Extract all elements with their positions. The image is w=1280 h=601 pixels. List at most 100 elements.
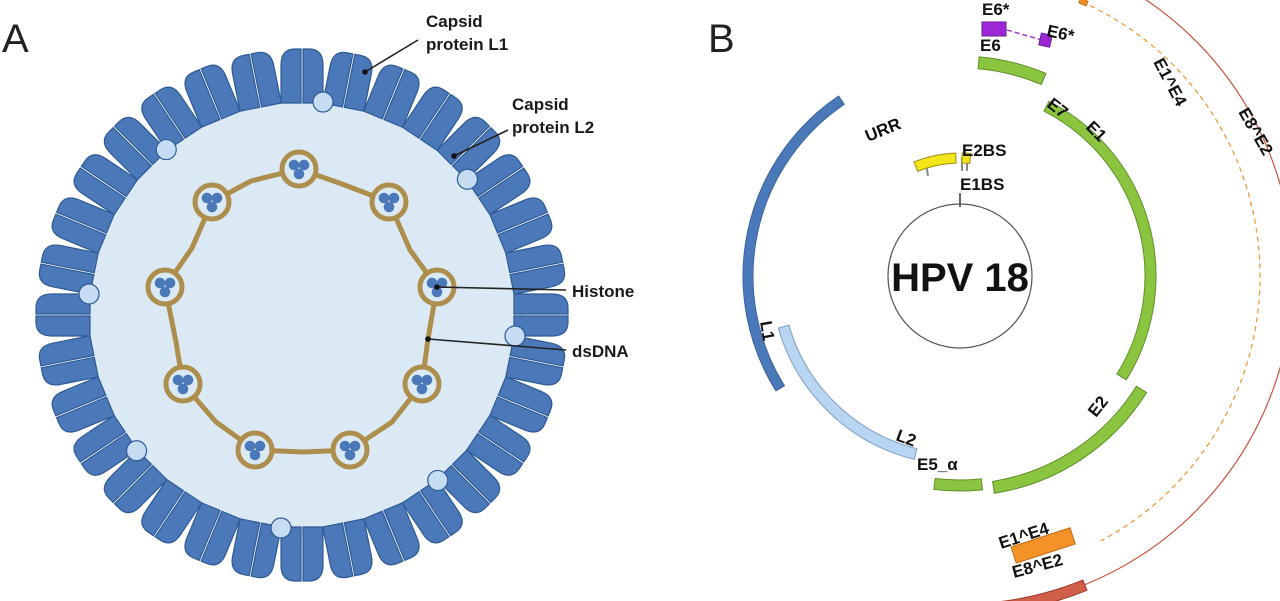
dsdna-strand (162, 166, 440, 455)
histone-core (177, 383, 189, 395)
capsomere-lobe (302, 48, 324, 104)
capsid-l1-label-line1: Capsid (426, 12, 483, 31)
nucleosome-group (145, 149, 457, 470)
histone-core (154, 277, 166, 289)
e6star-splice-line (1006, 29, 1043, 41)
l2-protein (456, 168, 479, 190)
capsid-l1-dot (362, 69, 368, 75)
capsomere-lobe (184, 68, 221, 128)
capsomere-lobe (362, 510, 404, 566)
e1e4-exon1-arc (1078, 0, 1089, 7)
capsomere-lobe (436, 116, 491, 166)
histone-core (164, 277, 176, 289)
capsomere-lobe (73, 167, 127, 216)
capsomere-lobe (51, 375, 107, 417)
e8e2-outer-label: E8^E2 (1235, 105, 1277, 159)
capsomere (35, 293, 91, 337)
capsomere (103, 449, 168, 514)
histone-core (383, 201, 395, 213)
nucleosome (145, 267, 185, 307)
capsomere (505, 244, 566, 295)
capsomere-lobe (497, 375, 553, 417)
capsomere-lobe (477, 414, 531, 463)
capsomere (141, 86, 203, 152)
capsomere-lobe (477, 167, 531, 216)
capsomere-lobe (154, 490, 203, 544)
capsomere (513, 293, 569, 337)
capsomere-lobe (200, 64, 242, 120)
capsomere-lobe (451, 449, 501, 504)
capsomere-lobe (505, 244, 564, 274)
histone-core (421, 374, 433, 386)
capsomere (231, 518, 282, 579)
l2-protein (270, 517, 292, 539)
e8e2-exon2-arc (999, 579, 1088, 601)
nucleosome (235, 430, 275, 470)
histone-core (388, 192, 400, 204)
capsomere-lobe (489, 197, 549, 234)
l1-label: L1 (756, 319, 778, 342)
capsomere-lobe (383, 502, 420, 562)
capsid-l2-pointer (453, 129, 509, 157)
genome-name-label: HPV 18 (891, 256, 1029, 300)
capsomere-lobe (113, 464, 168, 514)
panel-a-letter: A (2, 17, 29, 61)
dsdna-dot (425, 336, 431, 342)
capsid-ring (35, 48, 569, 582)
histone-label: Histone (572, 282, 634, 301)
capsid-l1-label-line2: protein L1 (426, 35, 508, 54)
capsomere (51, 197, 115, 255)
capsomere (184, 502, 242, 566)
histone-core (344, 449, 356, 461)
e1e4-exon2-box (1010, 527, 1076, 564)
capsomere-lobe (35, 315, 91, 337)
capsomere-lobe (505, 356, 564, 386)
capsomere-lobe (141, 478, 185, 537)
capsomere (51, 375, 115, 433)
capsomere-lobe (40, 356, 99, 386)
capsomere-lobe (451, 126, 501, 181)
nucleosome (369, 182, 409, 222)
e8e2-splice-arc (1084, 0, 1280, 586)
capsomere-lobe (55, 396, 115, 433)
capsomere-lobe (184, 502, 221, 562)
capsid-l2-label-line1: Capsid (512, 95, 569, 114)
capsomere-lobe (419, 478, 463, 537)
capsomere-lobe (513, 315, 569, 337)
nucleosome (402, 364, 442, 404)
capsomere-lobe (231, 53, 261, 112)
capsomere (231, 51, 282, 112)
e6-label: E6 (980, 36, 1001, 55)
l2-protein (427, 469, 449, 492)
e5-alpha-label: E5_α (917, 455, 958, 474)
capsomere-lobe (80, 432, 139, 476)
histone-pointer (436, 286, 567, 291)
e2-label: E2 (1084, 392, 1112, 420)
gene-arc-e1 (1043, 100, 1157, 381)
capsomere (489, 375, 553, 433)
capsomere-lobe (40, 244, 99, 274)
capsomere-lobe (401, 490, 450, 544)
histone-core (378, 192, 390, 204)
e2bs-label: E2BS (962, 141, 1006, 160)
histone-core (298, 159, 310, 171)
urr-label: URR (862, 114, 903, 145)
capsomere (38, 244, 99, 295)
histone-core (182, 374, 194, 386)
capsomere-lobe (103, 126, 153, 181)
capsomere-lobe (513, 293, 569, 315)
capsomere-lobe (465, 432, 524, 476)
capsomere-lobe (141, 93, 185, 152)
capsomere-lobe (436, 464, 491, 514)
histone-core (431, 286, 443, 298)
histone-core (339, 440, 351, 452)
capsomere-lobe (250, 522, 282, 579)
capsomere-lobe (509, 263, 566, 295)
nucleosome (163, 364, 203, 404)
capsomere (73, 154, 139, 216)
gene-arc-e5-alpha (933, 477, 984, 492)
capsomere-lobe (509, 335, 566, 367)
capsomere (362, 64, 420, 128)
histone-core (288, 159, 300, 171)
